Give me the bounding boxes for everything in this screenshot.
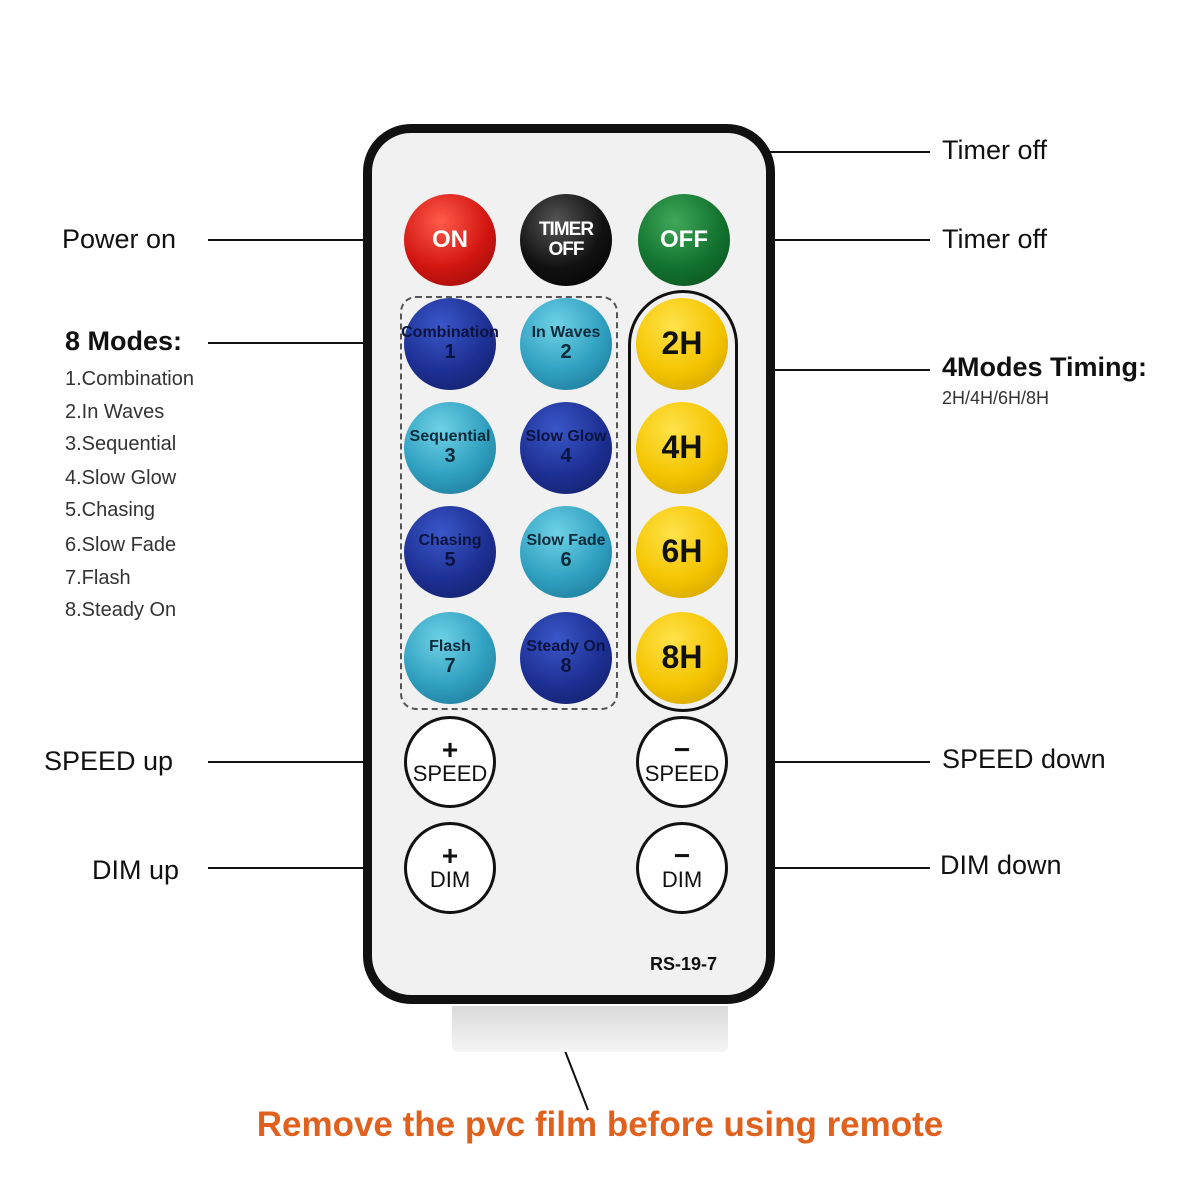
mode-number: 5: [444, 548, 456, 571]
modes-list-item: 6.Slow Fade: [65, 534, 177, 556]
timer-6h-button[interactable]: 6H: [636, 506, 728, 598]
off-button[interactable]: OFF: [638, 194, 730, 286]
dim-label: DIM: [661, 867, 703, 893]
modes-list-item: 1.Combination: [65, 368, 194, 390]
timer-label: 6H: [661, 533, 703, 570]
timer-off-label: TIMER OFF: [538, 219, 594, 260]
mode-number: 4: [560, 444, 572, 467]
mode-button-4[interactable]: Slow Glow 4: [520, 402, 612, 494]
speed-label: SPEED: [412, 761, 488, 787]
mode-name: Sequential: [409, 428, 491, 446]
mode-name: In Waves: [531, 324, 601, 342]
dim-up-button[interactable]: + DIM: [404, 822, 496, 914]
mode-button-6[interactable]: Slow Fade 6: [520, 506, 612, 598]
timer-off-button[interactable]: TIMER OFF: [520, 194, 612, 286]
mode-number: 2: [560, 340, 572, 363]
mode-button-5[interactable]: Chasing 5: [404, 506, 496, 598]
timer-2h-button[interactable]: 2H: [636, 298, 728, 390]
timer-4h-button[interactable]: 4H: [636, 402, 728, 494]
mode-name: Chasing: [418, 532, 482, 550]
mode-number: 8: [560, 654, 572, 677]
mode-number: 6: [560, 548, 572, 571]
dim-label: DIM: [429, 867, 471, 893]
plus-icon: +: [441, 734, 459, 766]
power-on-callout: Power on: [62, 224, 177, 254]
speed-label: SPEED: [644, 761, 720, 787]
mode-name: Slow Fade: [526, 532, 606, 550]
timer-label: 2H: [661, 325, 703, 362]
model-number: RS-19-7: [650, 954, 718, 974]
modes-list-item: 3.Sequential: [65, 433, 177, 455]
timer-8h-button[interactable]: 8H: [636, 612, 728, 704]
mode-name: Steady On: [526, 638, 606, 656]
dim-up-callout: DIM up: [92, 855, 180, 885]
speed-up-callout: SPEED up: [44, 746, 174, 776]
modes-list-item: 5.Chasing: [65, 499, 156, 521]
timer-label: 8H: [661, 639, 703, 676]
on-label: ON: [432, 226, 468, 254]
dim-down-callout: DIM down: [940, 850, 1062, 880]
modes-list-item: 4.Slow Glow: [65, 467, 177, 489]
mode-number: 3: [444, 444, 456, 467]
mode-name: Combination: [401, 324, 499, 342]
timing-subtitle: 2H/4H/6H/8H: [942, 388, 1050, 408]
modes-title: 8 Modes:: [65, 326, 183, 356]
speed-down-button[interactable]: − SPEED: [636, 716, 728, 808]
mode-button-8[interactable]: Steady On 8: [520, 612, 612, 704]
modes-list-item: 2.In Waves: [65, 401, 165, 423]
timer-off-right-callout: Timer off: [942, 224, 1048, 254]
timer-off-top-callout: Timer off: [942, 135, 1048, 165]
timer-label: 4H: [661, 429, 703, 466]
modes-list-item: 8.Steady On: [65, 599, 177, 621]
pvc-film: [452, 1006, 728, 1052]
modes-list-item: 7.Flash: [65, 567, 131, 589]
speed-down-callout: SPEED down: [942, 744, 1106, 774]
minus-icon: −: [673, 840, 691, 872]
plus-icon: +: [441, 840, 459, 872]
mode-button-7[interactable]: Flash 7: [404, 612, 496, 704]
mode-button-2[interactable]: In Waves 2: [520, 298, 612, 390]
mode-button-1[interactable]: Combination 1: [401, 298, 499, 390]
mode-name: Slow Glow: [525, 428, 607, 446]
pvc-film-note: Remove the pvc film before using remote: [256, 1105, 944, 1144]
minus-icon: −: [673, 734, 691, 766]
dim-down-button[interactable]: − DIM: [636, 822, 728, 914]
speed-up-button[interactable]: + SPEED: [404, 716, 496, 808]
mode-name: Flash: [429, 638, 471, 656]
mode-number: 7: [444, 654, 456, 677]
on-button[interactable]: ON: [404, 194, 496, 286]
modes-group-outline: [400, 296, 618, 710]
off-label: OFF: [660, 226, 708, 254]
timer-group-outline: [628, 290, 738, 712]
mode-number: 1: [444, 340, 456, 363]
timing-title: 4Modes Timing:: [942, 352, 1148, 382]
mode-button-3[interactable]: Sequential 3: [404, 402, 496, 494]
